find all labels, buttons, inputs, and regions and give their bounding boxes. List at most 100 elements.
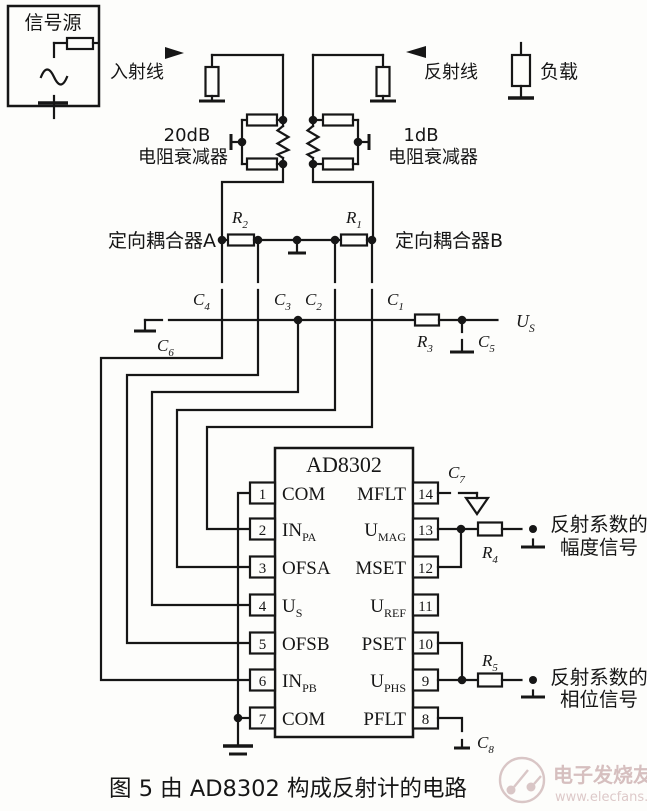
us-label: US bbox=[516, 311, 535, 335]
pin-7: 7 COM bbox=[248, 706, 325, 730]
pin-number: 4 bbox=[259, 599, 267, 615]
chip-body bbox=[273, 446, 415, 739]
pin-number: 1 bbox=[259, 487, 267, 503]
pin-number: 8 bbox=[422, 712, 430, 728]
resistor-r2 bbox=[226, 233, 256, 247]
pin-name: MSET bbox=[355, 558, 406, 579]
r4-label: R4 bbox=[481, 543, 498, 566]
r3-label: R3 bbox=[416, 332, 433, 355]
pin-number: 11 bbox=[418, 599, 432, 615]
termination-resistor bbox=[204, 65, 220, 98]
resistor-r5 bbox=[476, 672, 504, 688]
phase-signal-label-1: 反射系数的 bbox=[550, 666, 647, 689]
r5-label: R5 bbox=[481, 651, 498, 674]
source-resistor bbox=[65, 36, 95, 51]
phase-output: R5 C8 反射系数的 相位信号 bbox=[436, 641, 647, 756]
pin-13: 13 UMAG bbox=[364, 517, 440, 544]
c7-label: C7 bbox=[448, 463, 465, 486]
pin-name: PSET bbox=[362, 634, 407, 655]
attenuator-resistor bbox=[245, 113, 279, 127]
watermark-url: www.elecfans.com bbox=[555, 790, 647, 805]
c6-label: C6 bbox=[157, 336, 174, 359]
pin-name: OFSB bbox=[282, 634, 330, 655]
resistor-r1 bbox=[339, 233, 369, 247]
termination-resistor bbox=[375, 65, 391, 98]
pin-number: 3 bbox=[259, 561, 267, 577]
ad8302-chip: AD8302 1 COM 2 INPA 3 OFSA 4 US 5 OFSB bbox=[248, 446, 440, 739]
pin-name: PFLT bbox=[363, 709, 406, 730]
attenuator-a-label: 电阻衰减器 bbox=[138, 147, 228, 168]
attenuator-resistor bbox=[321, 157, 355, 171]
r1-label: R1 bbox=[345, 208, 362, 231]
phase-signal-label-2: 相位信号 bbox=[560, 688, 638, 711]
pin-number: 9 bbox=[422, 674, 430, 690]
magnitude-signal-label-2: 幅度信号 bbox=[560, 536, 638, 559]
c2-label: C2 bbox=[305, 290, 322, 313]
coupler-b-label: 定向耦合器B bbox=[395, 230, 503, 252]
ground-triangle-icon bbox=[463, 496, 491, 516]
pin-8: 8 PFLT bbox=[363, 706, 440, 730]
pin-6: 6 INPB bbox=[248, 668, 317, 695]
coupler-a-label: 定向耦合器A bbox=[108, 230, 216, 252]
pin-number: 14 bbox=[418, 487, 434, 503]
magnitude-output: C7 R4 反射系数的 幅度信号 bbox=[436, 463, 647, 569]
pin-number: 7 bbox=[259, 712, 267, 728]
us-terminal-icon bbox=[498, 314, 510, 326]
watermark-logo-icon bbox=[498, 756, 546, 804]
signal-source-label: 信号源 bbox=[24, 12, 81, 34]
r2-label: R2 bbox=[231, 208, 248, 231]
pin-1: 1 COM bbox=[248, 481, 325, 505]
load-resistor bbox=[510, 53, 532, 88]
pin-number: 13 bbox=[418, 523, 433, 539]
pin-name: MFLT bbox=[357, 484, 406, 505]
watermark: 电子发烧友 www.elecfans.com bbox=[498, 756, 647, 805]
figure-caption: 图 5 由 AD8302 构成反射计的电路 bbox=[109, 776, 467, 802]
magnitude-signal-label-1: 反射系数的 bbox=[550, 513, 647, 536]
resistor-r4 bbox=[476, 521, 504, 537]
pin-name: UREF bbox=[370, 596, 406, 620]
arrow-right-icon bbox=[165, 47, 184, 59]
c4-label: C4 bbox=[193, 290, 210, 313]
pin-11: 11 UREF bbox=[370, 593, 440, 620]
pin-name: UMAG bbox=[364, 520, 406, 544]
attenuator-a-value: 20dB bbox=[164, 125, 211, 146]
pin-12: 12 MSET bbox=[355, 555, 440, 579]
pin-10: 10 PSET bbox=[362, 631, 440, 655]
coupler-a-line bbox=[199, 53, 285, 103]
pin-name: COM bbox=[282, 484, 325, 505]
incident-line-label: 入射线 bbox=[110, 62, 164, 83]
main-line bbox=[519, 41, 523, 57]
pin-name: COM bbox=[282, 709, 325, 730]
watermark-brand: 电子发烧友 bbox=[553, 763, 647, 787]
attenuator-b-value: 1dB bbox=[403, 125, 438, 146]
attenuator-a: 20dB 电阻衰减器 bbox=[138, 53, 291, 242]
pin-5: 5 OFSB bbox=[248, 631, 330, 655]
coupler-row: R2 R1 定向耦合器A 定向耦合器B bbox=[108, 208, 503, 255]
reflected-arrow: 反射线 bbox=[406, 46, 478, 83]
shunt-resistor-icon bbox=[275, 124, 291, 160]
coupling-caps: C4 C3 C2 C1 bbox=[193, 238, 404, 313]
c1-label: C1 bbox=[387, 290, 404, 313]
pin-name: UPHS bbox=[370, 671, 406, 695]
resistor-r3 bbox=[413, 313, 441, 327]
pin-4: 4 US bbox=[248, 593, 302, 620]
reflected-line-label: 反射线 bbox=[424, 62, 478, 83]
pin-name: OFSA bbox=[282, 558, 331, 579]
pin-14: 14 MFLT bbox=[357, 481, 440, 505]
attenuator-resistor bbox=[245, 157, 279, 171]
pin-name: US bbox=[282, 596, 302, 620]
attenuator-resistor bbox=[321, 113, 355, 127]
pin-9: 9 UPHS bbox=[370, 668, 440, 695]
attenuator-b-label: 电阻衰减器 bbox=[388, 147, 478, 168]
supply-rail: C6 R3 C5 US bbox=[134, 311, 535, 359]
load-label: 负载 bbox=[540, 61, 578, 83]
arrow-left-icon bbox=[406, 46, 426, 58]
pin-3: 3 OFSA bbox=[248, 555, 331, 579]
c5-label: C5 bbox=[478, 332, 495, 355]
pin-2: 2 INPA bbox=[248, 517, 317, 544]
signal-source: 信号源 bbox=[6, 4, 101, 120]
attenuator-b: 1dB 电阻衰减器 bbox=[305, 53, 478, 242]
input-routing bbox=[99, 288, 374, 756]
